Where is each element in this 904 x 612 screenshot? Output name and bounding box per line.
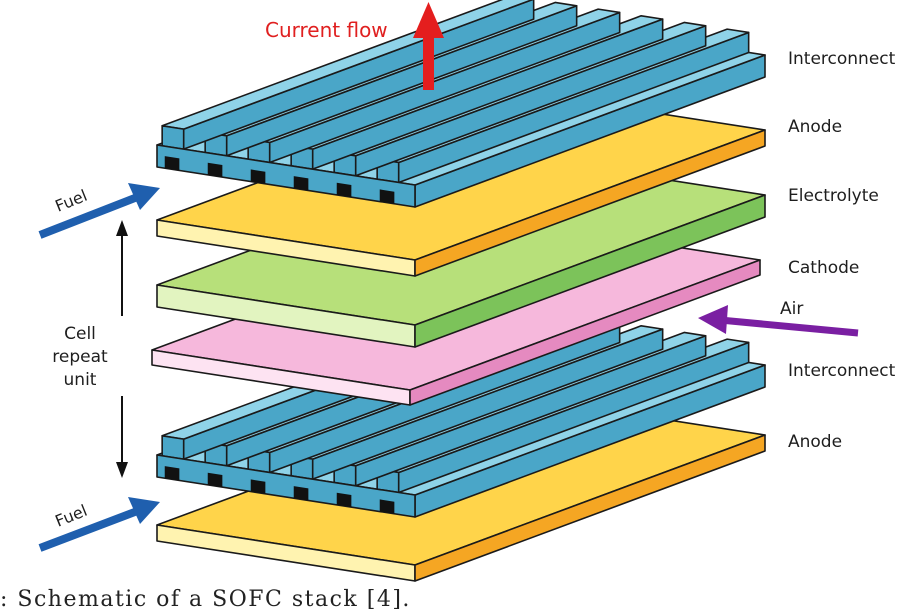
interconnect-top-layer [156, 0, 766, 208]
fuel-label-bottom: Fuel [52, 501, 89, 531]
label-anode-top: Anode [788, 117, 842, 137]
interconnect-top-channel [336, 182, 352, 198]
figure-caption: : Schematic of a SOFC stack [4]. [0, 587, 411, 612]
cathode-side-face [409, 259, 761, 406]
label-interconnect-top: Interconnect [788, 49, 896, 69]
label-anode-bottom: Anode [788, 432, 842, 452]
label-electrolyte: Electrolyte [788, 186, 879, 206]
interconnect-bottom-channel [250, 479, 266, 494]
anode-top-side-face [414, 129, 766, 277]
electrolyte-side-face [414, 194, 766, 348]
cell-label-line3: unit [64, 370, 97, 390]
interconnect-top-channel [207, 162, 223, 178]
cell-label-line1: Cell [64, 324, 96, 344]
interconnect-top-channel [379, 189, 395, 204]
anode-bottom-side-face [414, 434, 766, 582]
cell-label-line2: repeat [52, 347, 108, 367]
interconnect-bottom-channel [379, 499, 395, 514]
current-flow-label: Current flow [265, 18, 388, 42]
interconnect-bottom-channel [207, 472, 223, 488]
interconnect-bottom-channel [164, 466, 180, 481]
label-interconnect-bottom: Interconnect [788, 361, 896, 381]
fuel-arrow-top [38, 183, 160, 239]
air-arrow [698, 305, 859, 337]
interconnect-bottom-channel [293, 486, 309, 501]
interconnect-top-channel [293, 176, 309, 191]
fuel-arrow-bottom [38, 497, 160, 552]
interconnect-top-channel [164, 156, 180, 171]
current-flow-arrow [413, 2, 444, 90]
air-label: Air [780, 299, 803, 319]
interconnect-bottom-channel [336, 492, 352, 508]
interconnect-top-channel [250, 169, 266, 184]
cell-repeat-unit-arrow [54, 220, 134, 478]
fuel-label-top: Fuel [52, 186, 89, 216]
label-cathode: Cathode [788, 258, 859, 278]
